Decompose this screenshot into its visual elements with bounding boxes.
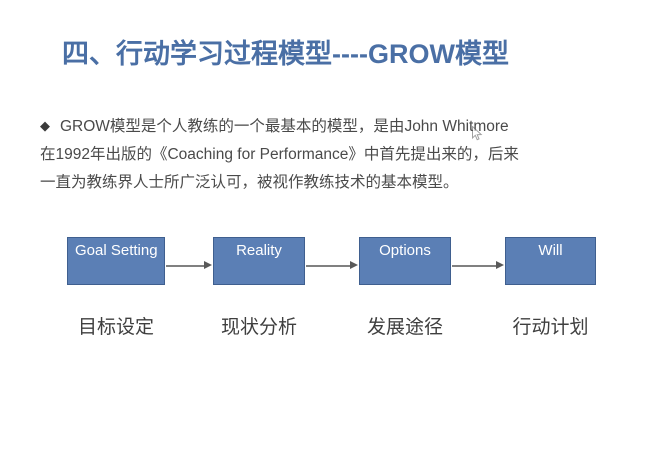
page-title: 四、行动学习过程模型----GROW模型: [62, 39, 509, 69]
diamond-bullet-icon: ◆: [40, 118, 50, 133]
grow-flow-diagram: Goal Setting Reality Options Will 目标设定 现…: [0, 228, 656, 358]
arrow-reality-to-options: [306, 261, 358, 270]
flow-caption-will: 行动计划: [512, 317, 589, 338]
arrow-head-icon: [350, 261, 358, 269]
body-line-1-text: GROW模型是个人教练的一个最基本的模型，是由John Whitmore: [60, 118, 509, 135]
flow-caption-reality: 现状分析: [220, 317, 297, 338]
flow-box-goal-setting[interactable]: Goal Setting: [67, 237, 165, 285]
flow-box-will[interactable]: Will: [505, 237, 596, 285]
body-paragraph: ◆ GROW模型是个人教练的一个最基本的模型，是由John Whitmore 在1…: [40, 113, 625, 197]
arrow-head-icon: [496, 261, 504, 269]
arrow-shaft: [452, 265, 497, 267]
body-line-2: 在1992年出版的《Coaching for Performance》中首先提出…: [40, 146, 519, 163]
arrow-goal-to-reality: [166, 261, 212, 270]
flow-caption-options: 发展途径: [366, 317, 443, 338]
body-line-1: ◆ GROW模型是个人教练的一个最基本的模型，是由John Whitmore: [40, 113, 625, 141]
arrow-options-to-will: [452, 261, 504, 270]
flow-caption-goal-setting: 目标设定: [77, 317, 154, 338]
arrow-head-icon: [204, 261, 212, 269]
arrow-shaft: [306, 265, 351, 267]
arrow-shaft: [166, 265, 205, 267]
body-line-3: 一直为教练界人士所广泛认可，被视作教练技术的基本模型。: [40, 174, 459, 191]
flow-box-reality[interactable]: Reality: [213, 237, 305, 285]
flow-box-options[interactable]: Options: [359, 237, 451, 285]
